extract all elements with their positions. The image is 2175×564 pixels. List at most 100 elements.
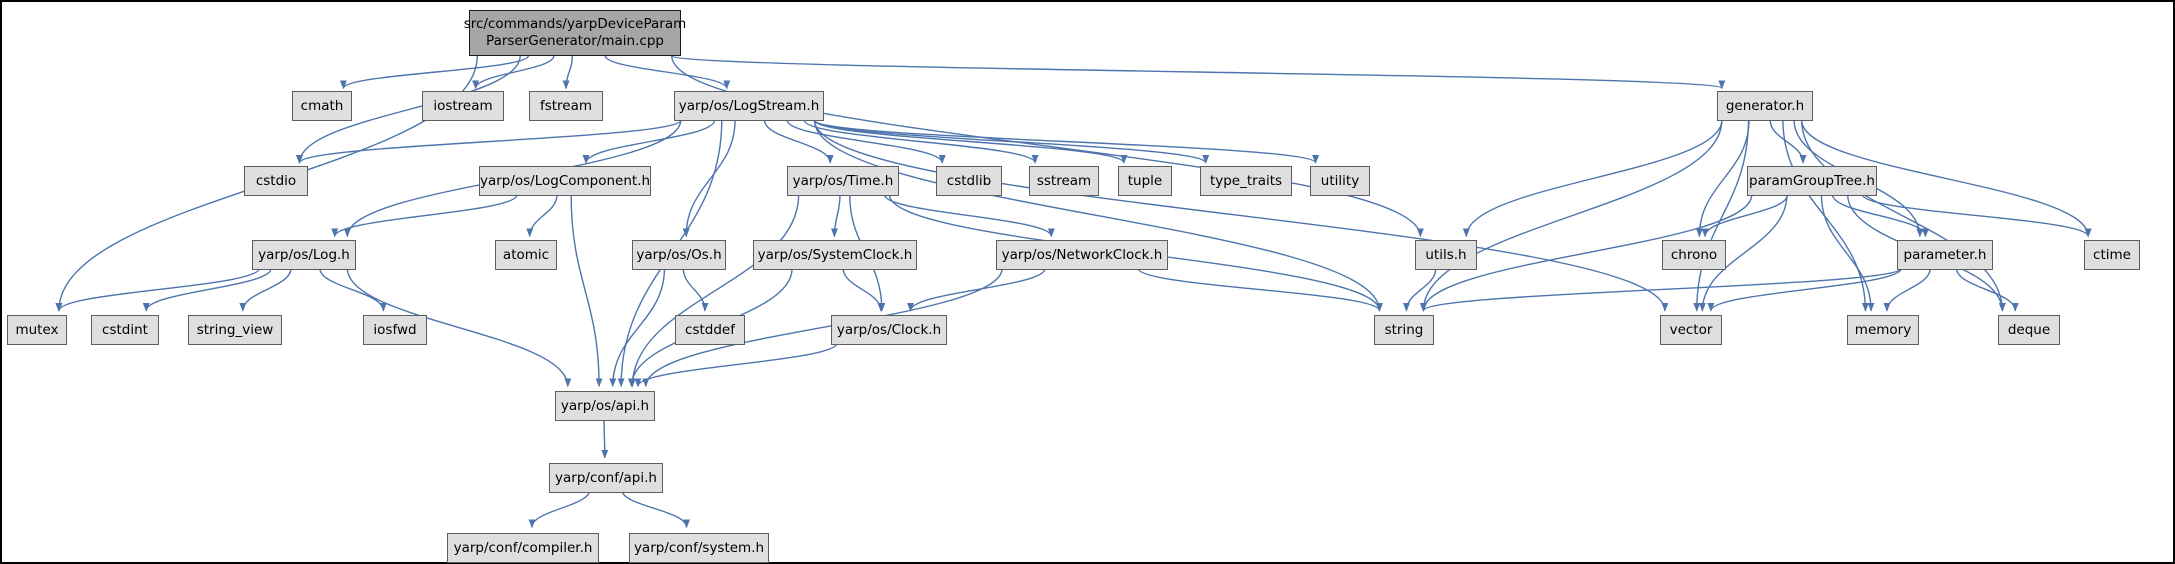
edge-logstream-logcomponent [582, 119, 716, 164]
edge-confapi-system [620, 489, 691, 529]
node-label: cstdlib [946, 172, 992, 189]
node-string[interactable]: string [1374, 315, 1434, 345]
node-log[interactable]: yarp/os/Log.h [252, 240, 356, 270]
edge-paramgrouptree-ctime [1861, 194, 2092, 238]
node-utils[interactable]: utils.h [1415, 240, 1477, 270]
edge-networkclock-clock [907, 267, 1047, 312]
edge-time-systemclock [830, 194, 841, 238]
edge-logstream-tuple [813, 119, 1128, 164]
node-cstdio[interactable]: cstdio [244, 166, 308, 196]
node-label: utility [1320, 172, 1360, 189]
edge-paramgrouptree-chrono [1701, 194, 1789, 238]
node-confapi[interactable]: yarp/conf/api.h [549, 463, 663, 493]
node-label: cstddef [685, 321, 735, 338]
node-cstddef[interactable]: cstddef [675, 315, 745, 345]
node-tuple[interactable]: tuple [1118, 166, 1172, 196]
node-api[interactable]: yarp/os/api.h [555, 391, 655, 421]
node-cstdlib[interactable]: cstdlib [936, 166, 1002, 196]
node-parameter[interactable]: parameter.h [1897, 240, 1993, 270]
edge-time-api [628, 194, 800, 388]
edge-parameter-vector [1707, 267, 1903, 312]
node-label: tuple [1127, 172, 1163, 189]
node-system[interactable]: yarp/conf/system.h [629, 533, 769, 563]
edge-log-api [346, 268, 572, 388]
node-typetraits[interactable]: type_traits [1200, 166, 1292, 196]
node-label: cstdint [102, 321, 148, 338]
node-label: paramGroupTree.h [1749, 172, 1875, 189]
node-sstream[interactable]: sstream [1029, 166, 1099, 196]
node-time[interactable]: yarp/os/Time.h [787, 166, 899, 196]
node-label: fstream [539, 97, 593, 114]
node-chrono[interactable]: chrono [1662, 240, 1726, 270]
edge-logstream-string [813, 120, 1383, 312]
node-label: yarp/os/LogComponent.h [479, 172, 651, 189]
node-ctime[interactable]: ctime [2084, 240, 2140, 270]
node-cmath[interactable]: cmath [292, 91, 352, 121]
node-label: atomic [502, 246, 550, 263]
node-memory[interactable]: memory [1847, 315, 1919, 345]
node-label: yarp/os/Clock.h [836, 321, 942, 338]
node-os[interactable]: yarp/os/Os.h [632, 240, 726, 270]
node-compiler[interactable]: yarp/conf/compiler.h [447, 533, 599, 563]
node-label: sstream [1036, 172, 1092, 189]
node-utility[interactable]: utility [1310, 166, 1370, 196]
node-mutex[interactable]: mutex [7, 315, 67, 345]
node-clock[interactable]: yarp/os/Clock.h [831, 315, 947, 345]
node-label: yarp/os/Log.h [258, 246, 350, 263]
node-paramgrouptree[interactable]: paramGroupTree.h [1747, 166, 1877, 196]
node-label: parameter.h [1903, 246, 1987, 263]
node-iosfwd[interactable]: iosfwd [363, 315, 427, 345]
node-cstdint[interactable]: cstdint [91, 315, 159, 345]
node-iostream[interactable]: iostream [422, 91, 504, 121]
edge-main-iostream [472, 55, 555, 90]
edge-paramgrouptree-memory [1820, 194, 1875, 312]
edge-confapi-compiler [528, 489, 591, 529]
edge-time-networkclock [883, 194, 1055, 238]
edge-main-cstdio [295, 55, 521, 164]
node-label: yarp/os/NetworkClock.h [1001, 246, 1163, 263]
node-logcomponent[interactable]: yarp/os/LogComponent.h [479, 166, 651, 196]
node-networkclock[interactable]: yarp/os/NetworkClock.h [996, 240, 1168, 270]
edge-log-stringview [239, 267, 292, 312]
node-label: yarp/os/Os.h [636, 246, 722, 263]
node-label: ParserGenerator/main.cpp [486, 33, 664, 49]
edge-parameter-deque [1955, 267, 2019, 312]
node-label: yarp/os/Time.h [792, 172, 894, 189]
node-logstream[interactable]: yarp/os/LogStream.h [674, 91, 824, 121]
edge-logstream-os [682, 120, 736, 238]
node-label: iostream [433, 97, 493, 114]
edge-log-cstdint [142, 267, 272, 312]
node-fstream[interactable]: fstream [529, 91, 603, 121]
edge-utils-string [1402, 268, 1437, 312]
node-label: yarp/os/SystemClock.h [757, 246, 913, 263]
node-atomic[interactable]: atomic [495, 240, 557, 270]
node-label: yarp/os/LogStream.h [678, 97, 820, 114]
node-systemclock[interactable]: yarp/os/SystemClock.h [753, 240, 917, 270]
edge-main-logstream [604, 55, 731, 90]
node-vector[interactable]: vector [1660, 315, 1722, 345]
edge-main-generator [671, 54, 1725, 90]
node-generator[interactable]: generator.h [1717, 91, 1813, 121]
node-label: utils.h [1425, 246, 1467, 263]
edge-systemclock-clock [842, 268, 885, 312]
node-label: cmath [300, 97, 344, 114]
node-label: yarp/conf/system.h [633, 539, 765, 556]
edge-paramgrouptree-string [1419, 194, 1753, 312]
edge-logstream-cstdio [296, 119, 682, 164]
node-label: mutex [15, 321, 59, 338]
node-deque[interactable]: deque [1998, 315, 2060, 345]
node-label: yarp/conf/compiler.h [453, 539, 593, 556]
edge-logcomponent-atomic [526, 194, 558, 238]
edge-networkclock-string [1137, 267, 1383, 312]
node-stringview[interactable]: string_view [188, 315, 282, 345]
node-label: memory [1854, 321, 1912, 338]
node-label: ctime [2093, 246, 2131, 263]
edge-logstream-time [763, 120, 834, 164]
edge-generator-deque [1800, 120, 2006, 312]
node-label: string_view [196, 321, 274, 338]
edge-networkclock-api [642, 268, 1003, 388]
edge-generator-utils [1462, 120, 1723, 238]
